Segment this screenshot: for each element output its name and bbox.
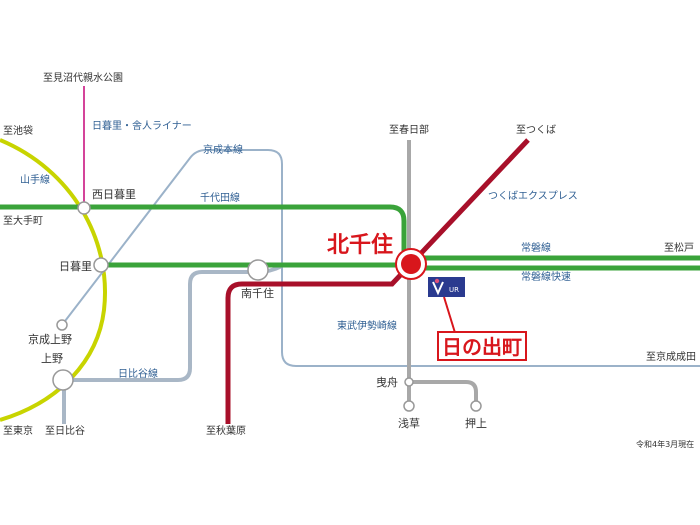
direction-kasukabe: 至春日部 bbox=[389, 123, 429, 136]
hinodecho-callout-box bbox=[437, 331, 527, 361]
keisei-ueno-label: 京成上野 bbox=[28, 332, 72, 346]
direction-otemachi: 至大手町 bbox=[3, 214, 43, 227]
ur-logo: UR bbox=[428, 277, 465, 297]
ur-logo-text: UR bbox=[449, 286, 459, 294]
hibiya-line-label: 日比谷線 bbox=[118, 367, 158, 380]
hikifune-label: 曳舟 bbox=[376, 375, 398, 389]
ueno-station-marker bbox=[52, 369, 74, 391]
nippori-station-marker bbox=[93, 257, 109, 273]
chiyoda-line-label: 千代田線 bbox=[200, 191, 240, 204]
minami-senju-label: 南千住 bbox=[241, 286, 274, 300]
minami-senju-station-marker bbox=[247, 259, 269, 281]
direction-tsukuba: 至つくば bbox=[516, 124, 556, 136]
hikifune-station-marker bbox=[404, 377, 414, 387]
joban-line-label: 常磐線 bbox=[521, 241, 551, 254]
direction-hibiya: 至日比谷 bbox=[45, 425, 85, 437]
tobu-isesaki-line-label: 東武伊勢崎線 bbox=[337, 319, 397, 332]
nishi-nippori-label: 西日暮里 bbox=[92, 187, 136, 201]
direction-narita: 至京成成田 bbox=[646, 350, 696, 363]
nishi-nippori-station-marker bbox=[77, 201, 91, 215]
oshiage-station-marker bbox=[470, 400, 482, 412]
yamanote-line bbox=[0, 138, 107, 422]
yamanote-line-label: 山手線 bbox=[20, 173, 50, 186]
oshiage-label: 押上 bbox=[465, 416, 487, 430]
direction-minuma: 至見沼代親水公園 bbox=[43, 71, 123, 84]
chiyoda-line bbox=[0, 204, 407, 258]
nippori-label: 日暮里 bbox=[59, 259, 92, 273]
nippori-toneri-line-label: 日暮里・舎人ライナー bbox=[92, 119, 192, 132]
keisei-main-line-label: 京成本線 bbox=[203, 143, 243, 156]
direction-ikebukuro: 至池袋 bbox=[3, 124, 33, 137]
asakusa-label: 浅草 bbox=[398, 417, 420, 430]
hinodecho-label: 日の出町 bbox=[442, 335, 522, 359]
callout-line bbox=[443, 296, 457, 337]
direction-tokyo: 至東京 bbox=[3, 424, 33, 437]
keisei-ueno-station-marker bbox=[56, 319, 68, 331]
asakusa-station-marker bbox=[403, 400, 415, 412]
tsukuba-express-line-label: つくばエクスプレス bbox=[488, 190, 578, 202]
keisei-main-line bbox=[61, 149, 700, 367]
tsukuba-express-line bbox=[225, 138, 530, 424]
ueno-label: 上野 bbox=[41, 352, 63, 365]
kitasenju-station-dot bbox=[401, 254, 421, 274]
joban-rapid-line-label: 常磐線快速 bbox=[521, 270, 571, 283]
direction-matsudo: 至松戸 bbox=[664, 241, 694, 254]
kitasenju-label: 北千住 bbox=[327, 232, 393, 258]
as-of-note: 令和4年3月現在 bbox=[636, 439, 694, 449]
direction-akihabara: 至秋葉原 bbox=[206, 424, 246, 437]
